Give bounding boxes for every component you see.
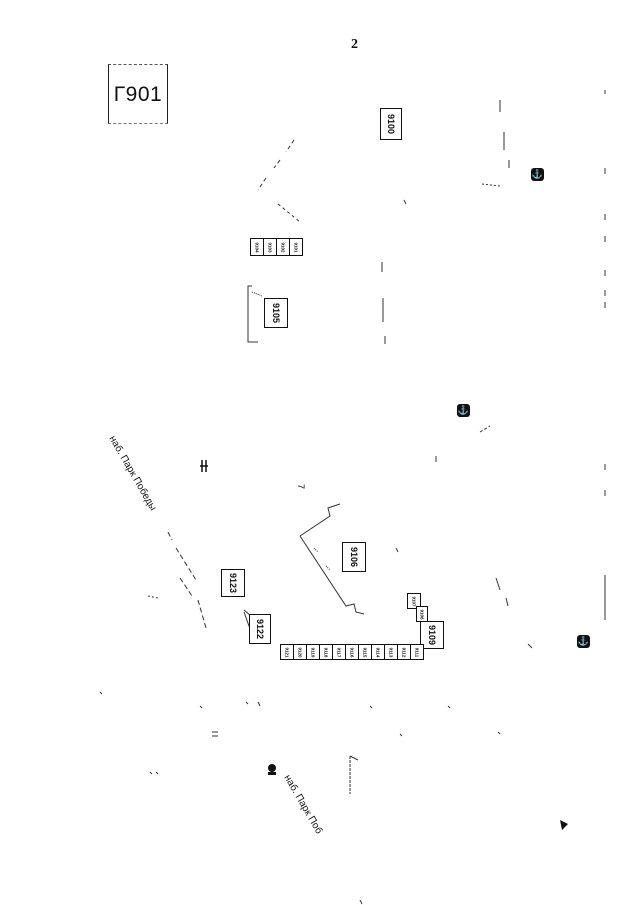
anchor-icon: ⚓ [531,168,544,181]
label-9100: 9100 [380,108,402,140]
anchor-mark-icon [268,764,276,775]
strip-cell: 9115 [359,645,372,659]
label-9105: 9105 [264,298,288,328]
pier-icon [200,460,208,472]
small-stack-a: 9107 [407,593,421,609]
sheet-code: Г901 [108,64,168,124]
strip-cell: 9108 [419,608,425,620]
strip-cell: 9118 [320,645,333,659]
small-stack-b: 9108 [416,606,428,622]
strip-top: 9104 9103 9102 9101 [250,238,303,256]
strip-cell: 9114 [372,645,385,659]
map-mark: 7 [296,484,306,489]
strip-cell: 9113 [385,645,398,659]
label-9109: 9109 [420,621,444,649]
strip-cell: 9119 [307,645,320,659]
strip-cell: 9116 [346,645,359,659]
label-9123: 9123 [221,569,245,597]
strip-cell: 9121 [281,645,294,659]
anchor-icon: ⚓ [577,635,590,648]
strip-cell: 9103 [264,239,277,255]
label-9122: 9122 [249,614,271,644]
strip-cell: 9111 [414,647,420,657]
strip-bottom: 9121 9120 9119 9118 9117 9116 9115 9114 … [280,644,424,660]
anchor-icon: ⚓ [457,404,470,417]
strip-cell: 9120 [294,645,307,659]
strip-cell: 9104 [251,239,264,255]
label-9106: 9106 [342,542,366,572]
strip-cell: 9117 [333,645,346,659]
strip-cell: 9102 [277,239,290,255]
strip-cell: 9112 [398,645,411,659]
compass-icon [560,820,568,830]
strip-cell: 9101 [293,241,299,253]
page-number: 2 [351,37,358,52]
